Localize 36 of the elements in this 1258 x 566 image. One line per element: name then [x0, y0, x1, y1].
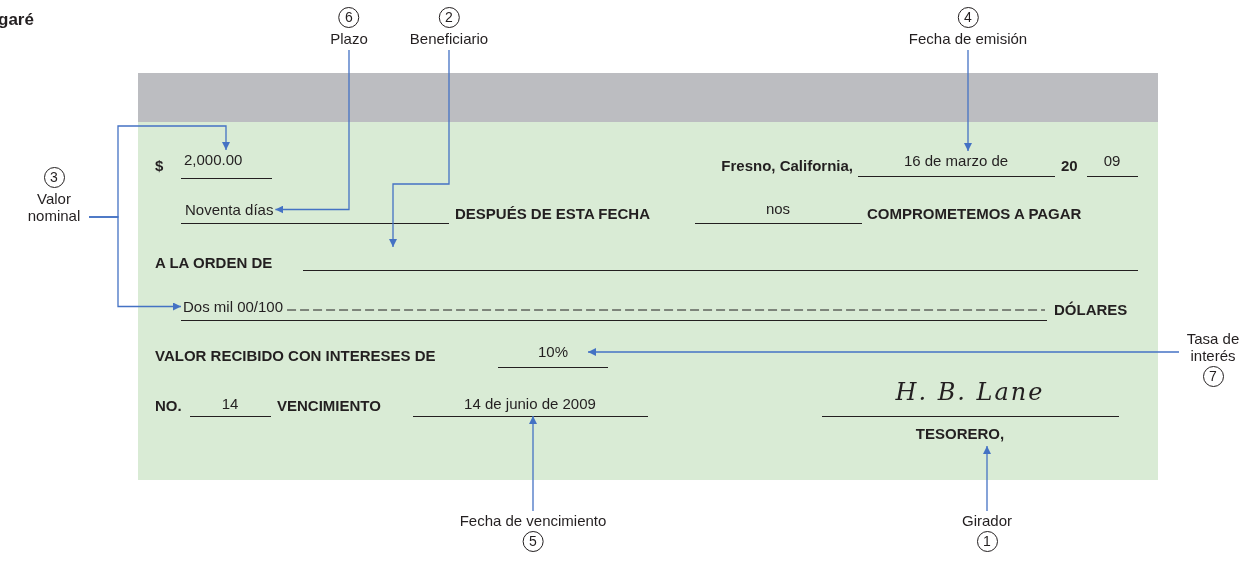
leader-arrow: [964, 49, 972, 152]
callout-label: Plazo: [330, 30, 368, 47]
field-value: nos: [765, 200, 791, 217]
leader-arrow: [587, 348, 1180, 356]
field-value: Dos mil 00/100: [183, 298, 284, 315]
field-value: 10%: [538, 343, 568, 360]
currency-sign: $: [155, 157, 164, 174]
leader-arrow: [274, 49, 350, 214]
field-value: 14 de junio de 2009: [464, 395, 596, 412]
form-text: DÓLARES: [1054, 301, 1128, 318]
callout-label: Beneficiario: [409, 30, 489, 47]
callout-label: Fecha de vencimiento: [459, 512, 607, 529]
callout-label: Girador: [962, 512, 1012, 529]
callout-label: Fecha de emisión: [908, 30, 1028, 47]
form-text: NO.: [155, 397, 182, 414]
field-value: 16 de marzo de: [903, 152, 1009, 169]
callout-label: Tasa de interés: [1185, 330, 1241, 364]
field-value: 09: [1103, 152, 1121, 169]
place-label: Fresno, California,: [721, 157, 853, 174]
form-text: DESPUÉS DE ESTA FECHA: [455, 205, 651, 222]
signer-title: TESORERO,: [915, 425, 1005, 442]
field-value: Noventa días: [185, 201, 274, 218]
leader-arrow: [529, 415, 537, 512]
form-text: VALOR RECIBIDO CON INTERESES DE: [155, 347, 436, 364]
form-text: A LA ORDEN DE: [155, 254, 273, 271]
leader-arrow: [983, 445, 991, 512]
callout-label: Valor nominal: [26, 190, 82, 224]
form-text: VENCIMIENTO: [277, 397, 381, 414]
century-label: 20: [1061, 157, 1078, 174]
signature: H. B. Lane: [895, 378, 1045, 406]
field-value: 2,000.00: [184, 151, 243, 168]
form-text: COMPROMETEMOS A PAGAR: [867, 205, 1082, 222]
leader-arrow: [88, 216, 182, 311]
promissory-note-form: [138, 73, 1158, 480]
leader-arrow: [389, 49, 450, 248]
field-value: 14: [221, 395, 239, 412]
